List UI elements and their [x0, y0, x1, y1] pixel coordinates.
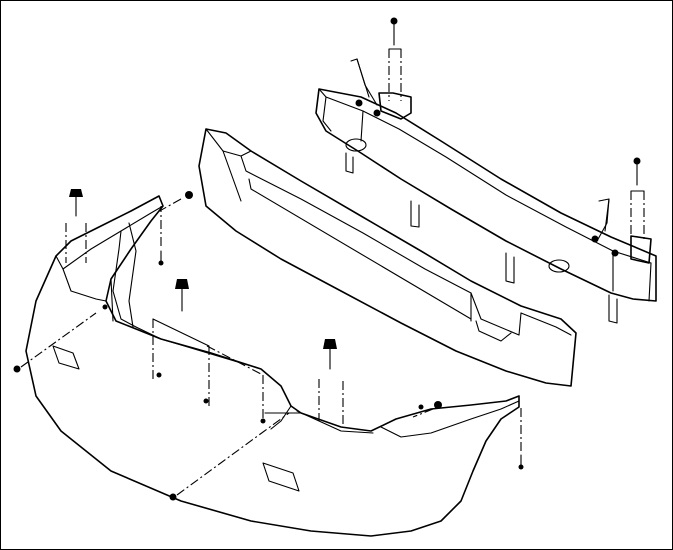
beam-hole-right	[548, 259, 570, 273]
screw-left-side	[13, 312, 97, 373]
bumper-cover	[25, 195, 520, 537]
cover-slot-left	[52, 345, 80, 370]
clip-center-upper	[152, 279, 210, 406]
screw-right	[518, 406, 524, 470]
energy-absorber	[198, 128, 577, 387]
clip-center-lower	[318, 339, 344, 425]
beam-hole-left	[345, 138, 367, 152]
screw-left-upper	[158, 206, 164, 266]
beam-bolt-left	[388, 17, 402, 101]
nut-right	[412, 401, 442, 418]
nut-top	[155, 191, 193, 214]
screw-center-right	[206, 345, 264, 421]
clip-top-left	[65, 189, 87, 263]
beam-bolt-right	[630, 157, 645, 241]
screw-bottom	[169, 412, 290, 501]
cover-slot-center	[262, 462, 300, 492]
reinforcement-beam	[315, 58, 657, 324]
